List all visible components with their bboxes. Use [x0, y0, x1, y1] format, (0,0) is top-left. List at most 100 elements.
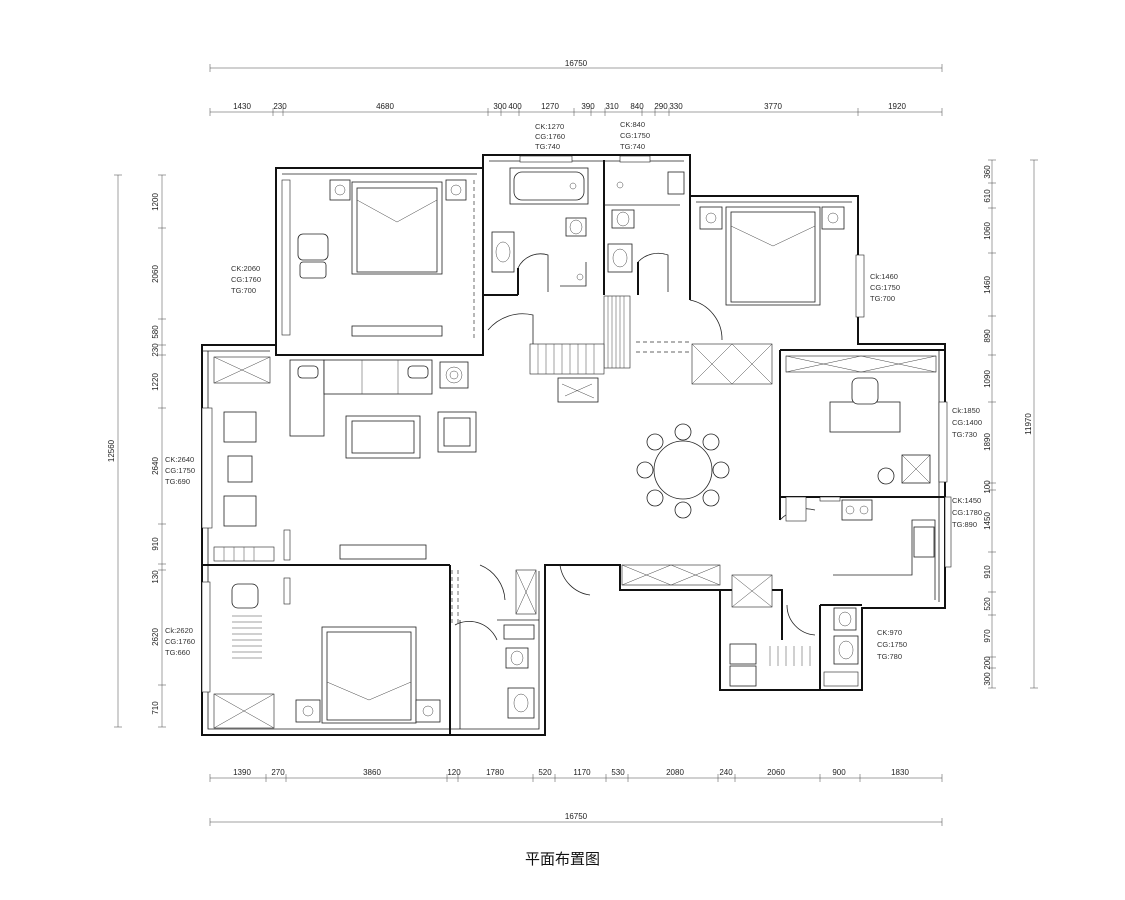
window-ck: Ck:1850 — [952, 406, 980, 415]
right-seg-10: 520 — [983, 597, 992, 611]
window-ck: Ck:2620 — [165, 626, 193, 635]
window-cg: CG:1780 — [952, 508, 982, 517]
window-tg: TG:890 — [952, 520, 977, 529]
top-dimension-total: 16750 — [209, 59, 943, 72]
bottom-seg-10: 2060 — [767, 768, 785, 777]
bottom-seg-7: 530 — [611, 768, 625, 777]
left-seg-8: 2620 — [151, 628, 160, 646]
bottom-dimension-total: 16750 — [209, 812, 943, 826]
window-tg: TG:700 — [870, 294, 895, 303]
window-note-bath-top: CK:1270 CG:1760 TG:740 — [535, 122, 565, 151]
window-cg: CG:1750 — [620, 131, 650, 140]
window-ck: CK:1450 — [952, 496, 981, 505]
window-cg: CG:1750 — [870, 283, 900, 292]
bottom-total-label: 16750 — [565, 812, 588, 821]
right-seg-8: 1450 — [983, 512, 992, 530]
right-seg-7: 100 — [983, 480, 992, 494]
bottom-seg-8: 2080 — [666, 768, 684, 777]
window-cg: CG:1760 — [165, 637, 195, 646]
window-tg: TG:780 — [877, 652, 902, 661]
right-seg-2: 1060 — [983, 222, 992, 240]
right-dimension-total: 11970 — [1024, 159, 1038, 689]
left-seg-5: 2640 — [151, 457, 160, 475]
bottom-seg-2: 3860 — [363, 768, 381, 777]
bedroom-3 — [201, 577, 441, 729]
top-seg-6: 390 — [581, 102, 595, 111]
bottom-seg-3: 120 — [447, 768, 461, 777]
window-cg: CG:1750 — [165, 466, 195, 475]
window-note-living: CK:2640 CG:1750 TG:690 — [165, 455, 195, 486]
right-seg-0: 360 — [983, 165, 992, 179]
window-tg: TG:740 — [620, 142, 645, 151]
right-seg-11: 970 — [983, 629, 992, 643]
top-seg-4: 400 — [508, 102, 522, 111]
window-tg: TG:740 — [535, 142, 560, 151]
bedroom-2 — [699, 206, 865, 318]
window-cg: CG:1760 — [231, 275, 261, 284]
kitchen — [785, 496, 952, 568]
window-tg: TG:730 — [952, 430, 977, 439]
left-seg-6: 910 — [151, 537, 160, 551]
top-seg-3: 300 — [493, 102, 507, 111]
top-seg-10: 330 — [669, 102, 683, 111]
window-cg: CG:1760 — [535, 132, 565, 141]
window-note-bedroom-1: CK:2060 CG:1760 TG:700 — [231, 264, 261, 295]
window-ck: Ck:1460 — [870, 272, 898, 281]
right-total-label: 11970 — [1024, 413, 1033, 435]
left-seg-2: 580 — [151, 325, 160, 339]
bottom-seg-6: 1170 — [573, 768, 591, 777]
left-seg-4: 1220 — [151, 373, 160, 391]
top-total-label: 16750 — [565, 59, 588, 68]
bedroom-1 — [281, 179, 467, 337]
bottom-seg-4: 1780 — [486, 768, 504, 777]
left-seg-0: 1200 — [151, 193, 160, 211]
study — [785, 355, 948, 485]
window-note-bedroom-2: Ck:1460 CG:1750 TG:700 — [870, 272, 900, 303]
plan-title: 平面布置图 — [524, 850, 600, 868]
window-note-bedroom-3: Ck:2620 CG:1760 TG:660 — [165, 626, 195, 657]
left-dimension-segments: 1200 2060 580 230 1220 2640 910 130 2620… — [151, 174, 166, 728]
bathroom-top-2 — [607, 155, 685, 273]
window-tg: TG:690 — [165, 477, 190, 486]
left-seg-7: 130 — [151, 570, 160, 584]
top-seg-8: 840 — [630, 102, 644, 111]
window-cg: CG:1750 — [877, 640, 907, 649]
left-dimension-total: 12560 — [107, 174, 122, 728]
right-dimension-segments: 360 610 1060 1460 890 1090 1890 100 1450… — [983, 159, 996, 689]
window-note-bath-top-2: CK:840 CG:1750 TG:740 — [620, 120, 650, 151]
right-seg-5: 1090 — [983, 370, 992, 388]
bottom-seg-1: 270 — [271, 768, 285, 777]
bathroom-bottom-left — [503, 569, 537, 719]
window-ck: CK:970 — [877, 628, 902, 637]
top-seg-9: 290 — [654, 102, 668, 111]
bathroom-top — [491, 155, 589, 287]
doors — [454, 252, 816, 641]
bathroom-bottom-right — [823, 607, 859, 687]
living-room — [201, 356, 477, 562]
window-note-study: Ck:1850 CG:1400 TG:730 — [952, 406, 982, 439]
window-ck: CK:2060 — [231, 264, 260, 273]
right-seg-13: 300 — [983, 672, 992, 686]
right-seg-9: 910 — [983, 565, 992, 579]
top-seg-12: 1920 — [888, 102, 906, 111]
window-ck: CK:1270 — [535, 122, 564, 131]
bottom-dimension-segments: 1390 270 3860 120 1780 520 1170 530 2080… — [209, 768, 943, 782]
interior-walls — [202, 160, 945, 735]
right-seg-1: 610 — [983, 189, 992, 203]
staircase — [529, 295, 631, 403]
right-seg-6: 1890 — [983, 433, 992, 451]
bottom-seg-0: 1390 — [233, 768, 251, 777]
window-note-kitchen: CK:1450 CG:1780 TG:890 — [952, 496, 982, 529]
left-seg-3: 230 — [151, 343, 160, 357]
bottom-seg-11: 900 — [832, 768, 846, 777]
top-seg-2: 4680 — [376, 102, 394, 111]
top-seg-0: 1430 — [233, 102, 251, 111]
left-total-label: 12560 — [107, 439, 116, 462]
right-seg-4: 890 — [983, 329, 992, 343]
top-dimension-segments: 1430 230 4680 300 400 1270 390 310 840 2… — [209, 102, 943, 116]
top-seg-5: 1270 — [541, 102, 559, 111]
dashed-lines — [451, 180, 690, 625]
bottom-seg-5: 520 — [538, 768, 552, 777]
top-seg-1: 230 — [273, 102, 287, 111]
